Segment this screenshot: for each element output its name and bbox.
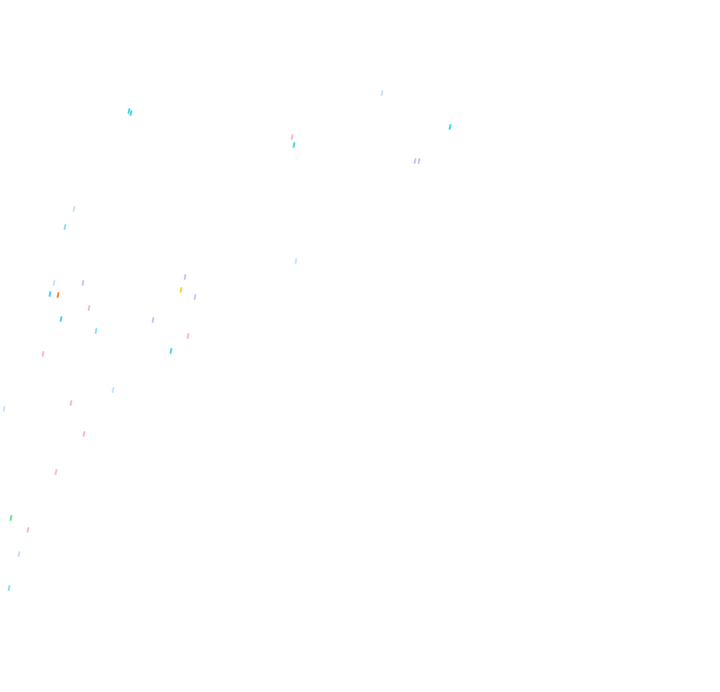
particle-sprite	[413, 157, 417, 165]
particle-sprite	[294, 257, 298, 265]
particle-sprite	[82, 430, 86, 438]
particle-sprite	[48, 290, 52, 298]
particle-sprite	[380, 89, 384, 97]
particle-sprite	[179, 286, 183, 294]
particle-sprite	[290, 133, 294, 141]
particle-sprite	[72, 205, 76, 213]
particle-sprite	[169, 347, 173, 355]
particle-sprite	[41, 350, 45, 358]
particle-sprite	[292, 141, 296, 149]
particle-sprite	[87, 304, 91, 312]
particle-sprite	[448, 123, 452, 131]
particle-sprite	[417, 157, 421, 165]
particle-sprite	[193, 293, 197, 301]
particle-sprite	[54, 468, 58, 476]
particle-sprite	[59, 315, 63, 323]
particle-sprite	[69, 399, 73, 407]
particle-sprite	[7, 584, 11, 592]
particle-sprite	[26, 526, 30, 534]
particle-sprite	[52, 279, 56, 287]
particle-sprite	[56, 291, 60, 299]
particle-sprite	[111, 386, 115, 394]
particle-sprite	[17, 550, 21, 558]
particle-sprite	[151, 316, 155, 324]
particle-sprite	[63, 223, 67, 231]
particle-sprite	[94, 327, 98, 335]
particle-sprite	[81, 279, 85, 287]
particle-sprite	[186, 332, 190, 340]
particle-sprite	[2, 405, 6, 413]
particle-sprite	[9, 514, 13, 522]
particle-sprite	[129, 109, 133, 117]
particle-sprite	[183, 273, 187, 281]
